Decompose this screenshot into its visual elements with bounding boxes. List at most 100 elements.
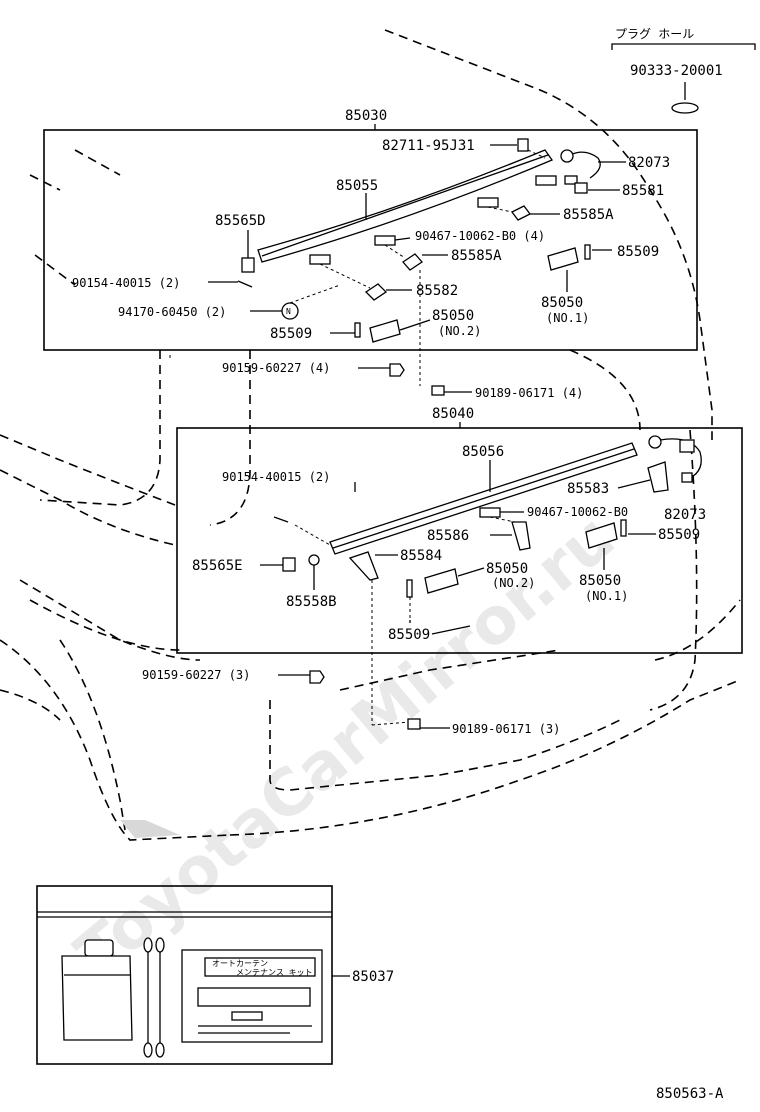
- bracket-85050-no2: [369, 319, 401, 343]
- cable-82073-connector: [560, 149, 574, 163]
- part-85558b: [308, 554, 320, 566]
- label-85050-no1-upper: 85050: [541, 295, 583, 311]
- clip-90189-lower: [407, 718, 421, 730]
- lower-part-labels: 85056 90154-40015 (2) 85583 90467-10062-…: [192, 444, 706, 643]
- rail-clip: [309, 254, 331, 265]
- bracket-85050-no1: [547, 247, 579, 271]
- assembly-85040-label: 85040: [432, 406, 474, 422]
- label-85558b: 85558B: [286, 594, 337, 610]
- label-85056: 85056: [462, 444, 504, 460]
- label-85050-no1-lower-sub: (NO.1): [585, 589, 628, 603]
- label-85037: 85037: [352, 969, 394, 985]
- end-cap-85565e: [282, 557, 296, 572]
- kit-bottle-cap: [84, 939, 114, 957]
- label-90159-upper: 90159-60227 (4): [222, 361, 330, 375]
- part-90333-20001-label: 90333-20001: [630, 63, 723, 79]
- label-85581: 85581: [622, 183, 664, 199]
- upper-dotted-guides: [169, 149, 546, 386]
- label-90154-lower: 90154-40015 (2): [222, 470, 330, 484]
- label-85050-no2-lower-sub: (NO.2): [492, 576, 535, 590]
- cable-82073: [569, 151, 601, 179]
- bracket-85586: [511, 521, 531, 551]
- screw-90154-lower: [273, 516, 289, 523]
- upper-assembly-box: [43, 129, 698, 351]
- figure-id: 850563-A: [656, 1086, 724, 1102]
- label-90159-lower: 90159-60227 (3): [142, 668, 250, 682]
- bolt-90159-upper: [389, 363, 405, 377]
- label-85050-no1-lower: 85050: [579, 573, 621, 589]
- label-85583: 85583: [567, 481, 609, 497]
- pin-85509-right: [584, 244, 591, 260]
- maintenance-kit-85037: オートカーテン メンテナンス キット 85037: [36, 885, 394, 1065]
- bracket-85583: [647, 461, 669, 493]
- label-90189-upper: 90189-06171 (4): [475, 386, 583, 400]
- label-85509-upper-left: 85509: [270, 326, 312, 342]
- label-85509-lower-bottom: 85509: [388, 627, 430, 643]
- lower-dotted-guides: [294, 516, 516, 726]
- cable-82073-end: [564, 175, 578, 185]
- bracket-85050-no1-lower: [585, 522, 618, 549]
- label-85055: 85055: [336, 178, 378, 194]
- clip-90189-upper: [431, 385, 445, 396]
- label-85050-no2-lower: 85050: [486, 561, 528, 577]
- rail-clip: [535, 175, 557, 186]
- part-85581: [574, 182, 588, 194]
- label-85050-no1-upper-sub: (NO.1): [546, 311, 589, 325]
- nut-mark: N: [286, 307, 291, 316]
- label-85582: 85582: [416, 283, 458, 299]
- lower-assembly-parts: [273, 435, 702, 598]
- kit-card-title-box: [204, 957, 316, 977]
- vehicle-body-outline: [0, 29, 741, 841]
- kit-bottle: [61, 955, 133, 1041]
- label-90467-lower: 90467-10062-B0: [527, 505, 628, 519]
- screw-90154: [237, 280, 253, 288]
- label-82073-lower: 82073: [664, 507, 706, 523]
- label-85565e: 85565E: [192, 558, 243, 574]
- part-82711-cap: [517, 138, 529, 152]
- plug-hole-heading: プラグ ホール: [615, 27, 694, 41]
- pin-85509-left: [354, 322, 361, 338]
- cable-82073-lower-connector: [648, 435, 662, 449]
- plug-hole-cap: [671, 102, 699, 114]
- bolt-90159-lower: [309, 670, 325, 684]
- bracket-85584: [348, 551, 379, 581]
- label-90189-lower: 90189-06171 (3): [452, 722, 560, 736]
- lower-leader-lines: [260, 460, 656, 623]
- watermark-text: ToyotaCarMirror.ru: [63, 500, 629, 992]
- kit-card-panel: [197, 987, 311, 1007]
- bracket-85582: [364, 283, 388, 301]
- pin-85509-lower-bottom: [406, 579, 413, 598]
- end-cap-85565d: [241, 257, 255, 273]
- upper-assembly-parts: N: [237, 138, 601, 343]
- label-90467-upper: 90467-10062-B0 (4): [415, 229, 545, 243]
- lower-fasteners: 90159-60227 (3) 90189-06171 (3): [142, 668, 560, 736]
- pin-85509-lower-right: [620, 519, 627, 537]
- cable-82073-lower: [659, 438, 702, 479]
- plug-hole-callout: プラグ ホール 90333-20001: [611, 27, 756, 114]
- assembly-85030-label: 85030: [345, 108, 387, 124]
- kit-card-line1: オートカーテン: [212, 959, 268, 968]
- cable-82073-lower-end: [679, 439, 695, 453]
- cable-82073-lower-plug: [681, 472, 693, 483]
- upper-part-labels: 82711-95J31 82073 85581 85055 85585A 855…: [72, 138, 670, 342]
- bracket-85585a-center: [402, 253, 423, 271]
- label-85050-no2-upper: 85050: [432, 308, 474, 324]
- label-85050-no2-upper-sub: (NO.2): [438, 324, 481, 338]
- bracket-85050-no2-lower: [424, 568, 459, 594]
- label-94170-60450: 94170-60450 (2): [118, 305, 226, 319]
- bracket-85585a-right: [511, 205, 531, 221]
- label-85565d: 85565D: [215, 213, 266, 229]
- rail-clip: [374, 235, 396, 246]
- kit-box: [36, 885, 333, 1065]
- label-85509-upper-right: 85509: [617, 244, 659, 260]
- lower-assembly-box: [176, 427, 743, 654]
- body-shadow: [120, 820, 180, 838]
- label-85509-lower-right: 85509: [658, 527, 700, 543]
- upper-leader-lines: [208, 144, 626, 334]
- kit-card-line2: メンテナンス キット: [236, 968, 313, 977]
- label-85585a-center: 85585A: [451, 248, 502, 264]
- label-85584: 85584: [400, 548, 442, 564]
- rail-clip: [477, 197, 499, 208]
